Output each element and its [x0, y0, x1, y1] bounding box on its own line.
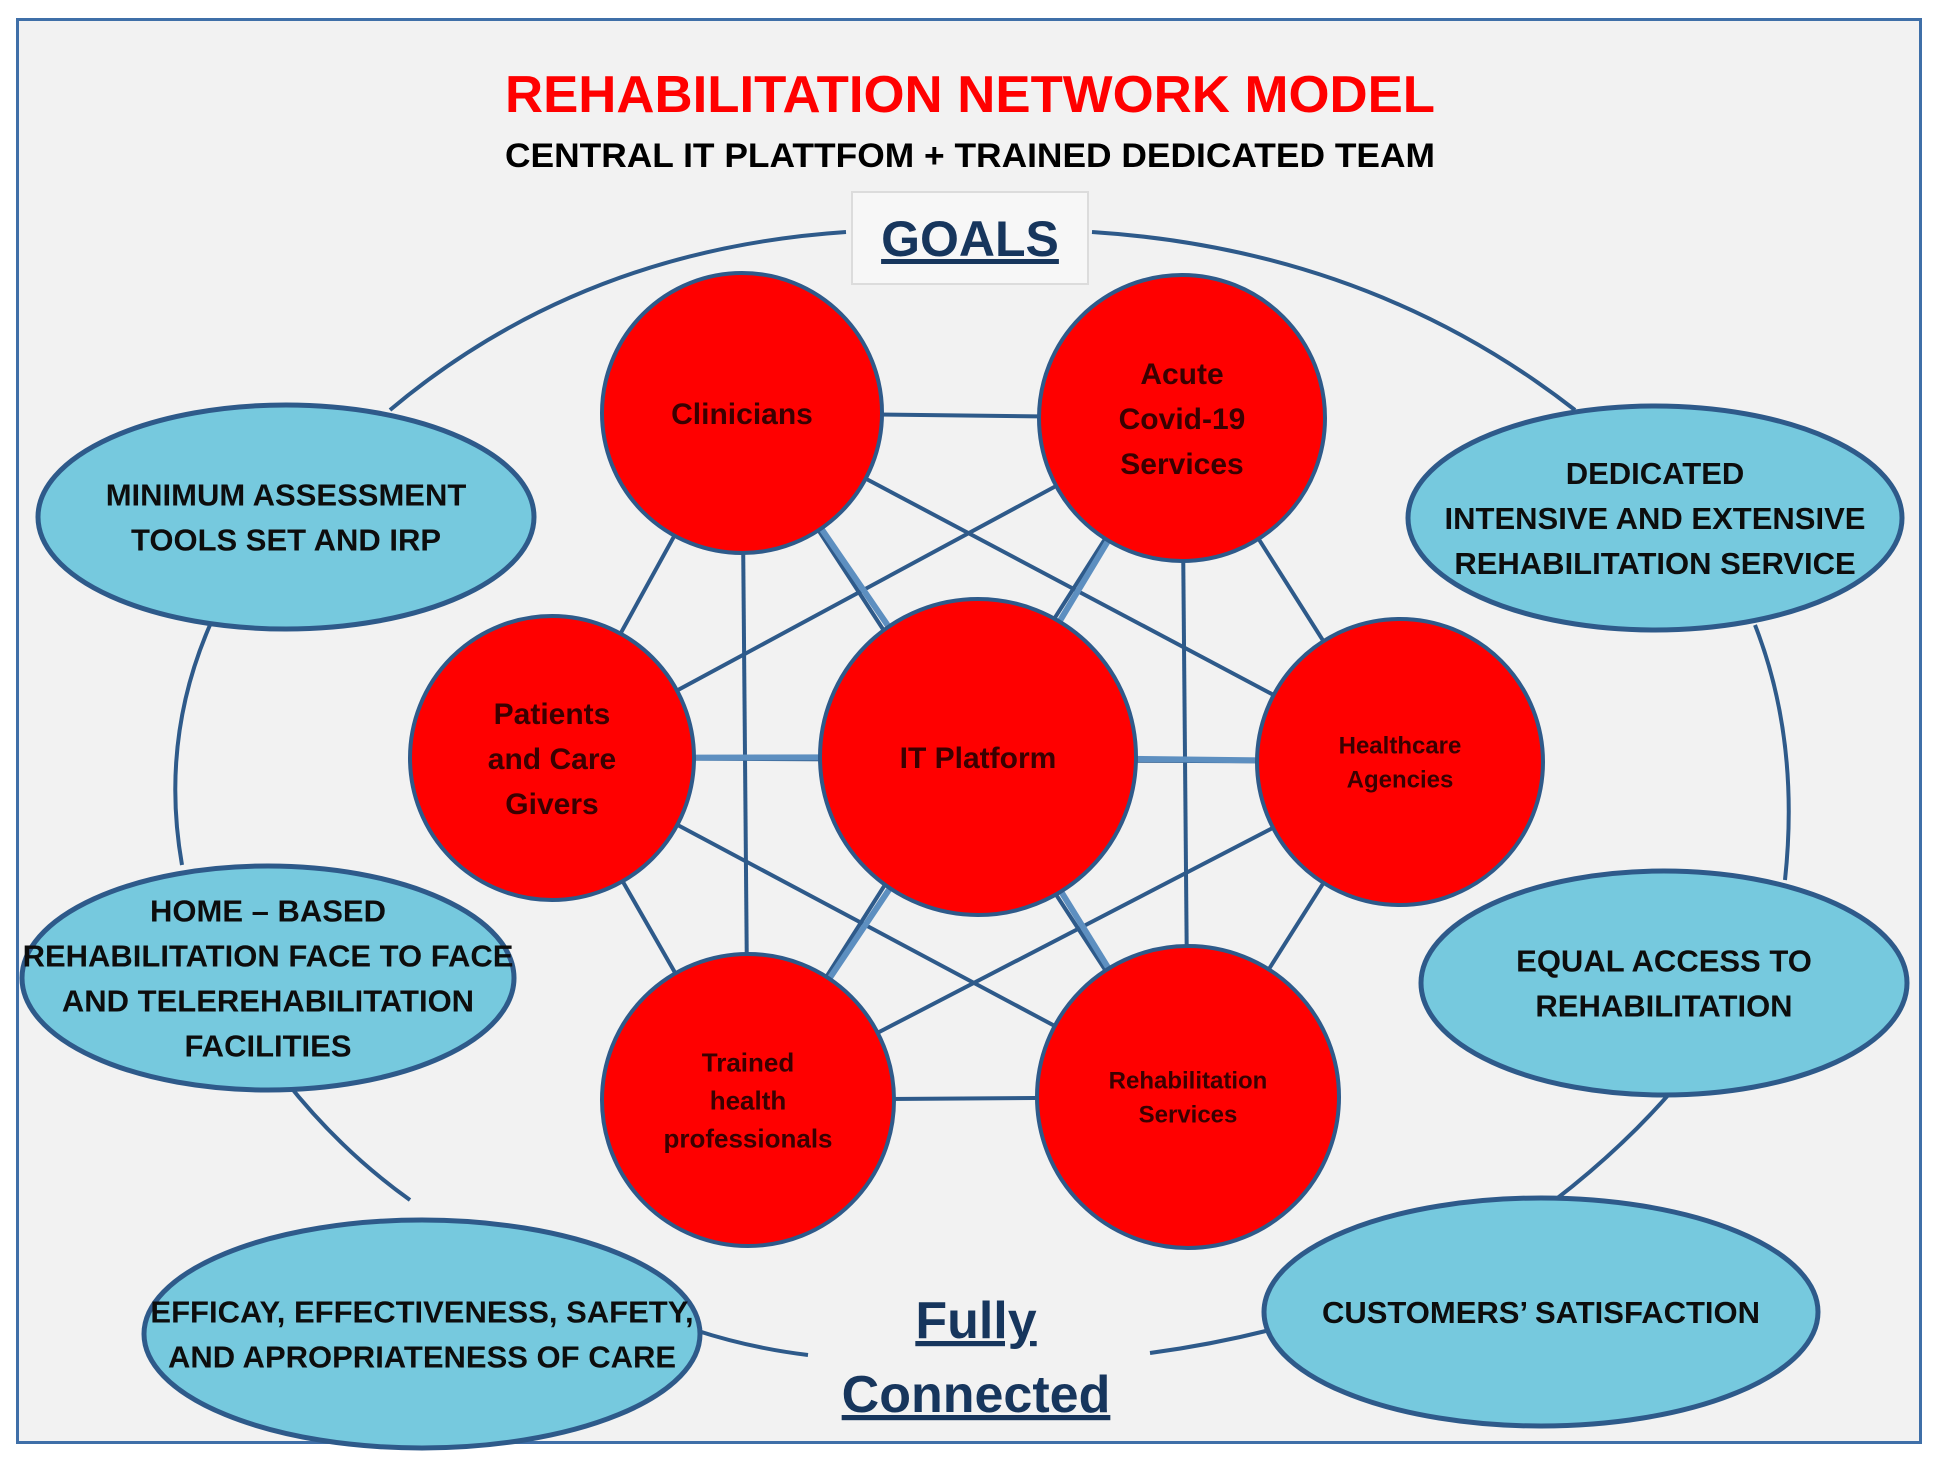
node-clinicians: Clinicians: [600, 271, 884, 555]
node-acute-line-1: Acute: [1140, 358, 1223, 391]
fully-label: Fully: [915, 1292, 1036, 1350]
node-acute-circle: [1037, 273, 1327, 563]
node-clinicians-line-1: Clinicians: [671, 398, 813, 431]
goals-ring-left-arc: [173, 624, 809, 1357]
goals-ring: [173, 230, 1791, 1357]
node-it-circle: [818, 597, 1138, 917]
node-rehab-line-1: Rehabilitation: [1109, 1068, 1268, 1095]
goal-ellipses: MINIMUM ASSESSMENT TOOLS SET AND IRP DEDIC…: [19, 402, 1910, 1451]
goal-dedicated-ellipse: [1405, 403, 1905, 633]
node-healthcare-circle: [1255, 617, 1545, 907]
goal-minimum-ellipse: [35, 402, 537, 632]
node-trained-line-3: professionals: [663, 1123, 832, 1153]
goal-home-line-4: FACILITIES: [184, 1029, 351, 1064]
node-trained: Trained health professionals: [600, 952, 896, 1248]
node-rehab-circle: [1035, 944, 1341, 1250]
node-it: IT Platform: [818, 597, 1138, 917]
diagram-subtitle: CENTRAL IT PLATTFOM + TRAINED DEDICATED …: [505, 137, 1435, 175]
goal-efficacy: EFFICAY, EFFECTIVENESS, SAFETY, AND APROP…: [141, 1217, 703, 1451]
goal-efficacy-line-1: EFFICAY, EFFECTIVENESS, SAFETY,: [150, 1295, 693, 1330]
network-nodes: IT Platform Clinicians AcuteCovid-19Servic…: [408, 271, 1545, 1250]
node-trained-line-2: health: [710, 1085, 787, 1115]
goal-equal-ellipse: [1418, 868, 1910, 1098]
goal-dedicated-line-1: DEDICATED: [1566, 456, 1745, 491]
goal-minimum-line-2: TOOLS SET AND IRP: [131, 523, 441, 558]
node-it-line-1: IT Platform: [900, 742, 1057, 775]
goals-label-box: [851, 191, 1089, 285]
goal-dedicated: DEDICATED INTENSIVE AND EXTENSIVE REHABILI…: [1405, 403, 1905, 633]
node-acute-line-3: Services: [1120, 448, 1243, 481]
goal-dedicated-line-2: INTENSIVE AND EXTENSIVE: [1445, 501, 1866, 536]
goal-home-ellipse: [19, 863, 517, 1093]
goal-home-line-3: AND TELEREHABILITATION: [62, 984, 474, 1019]
node-healthcare-line-2: Agencies: [1347, 767, 1454, 794]
goals-ring-right-arc: [1149, 624, 1791, 1355]
goals-ring-top-arc: [388, 230, 1577, 412]
goal-efficacy-ellipse: [141, 1217, 703, 1451]
node-trained-line-1: Trained: [702, 1047, 794, 1077]
goal-customers: CUSTOMERS’ SATISFACTION: [1261, 1195, 1821, 1429]
node-trained-circle: [600, 952, 896, 1248]
node-clinicians-circle: [600, 271, 884, 555]
node-patients-circle: [408, 614, 696, 902]
goal-minimum: MINIMUM ASSESSMENT TOOLS SET AND IRP: [35, 402, 537, 632]
goal-home: HOME – BASED REHABILITATION FACE TO FACE A…: [19, 863, 517, 1093]
node-patients-line-2: and Care: [488, 743, 616, 776]
diagram-title: REHABILITATION NETWORK MODEL: [505, 66, 1435, 124]
goal-customers-ellipse: [1261, 1195, 1821, 1429]
node-patients-line-3: Givers: [505, 788, 598, 821]
goal-customers-line-1: CUSTOMERS’ SATISFACTION: [1322, 1295, 1760, 1330]
goal-minimum-line-1: MINIMUM ASSESSMENT: [106, 478, 467, 513]
connected-label: Connected: [842, 1366, 1111, 1424]
goal-dedicated-line-3: REHABILITATION SERVICE: [1454, 546, 1855, 581]
goal-equal-line-2: REHABILITATION: [1535, 989, 1792, 1024]
goal-home-line-1: HOME – BASED: [150, 894, 386, 929]
goal-equal: EQUAL ACCESS TO REHABILITATION: [1418, 868, 1910, 1098]
node-healthcare-line-1: Healthcare: [1339, 733, 1462, 760]
node-patients-line-1: Patients: [494, 698, 611, 731]
goal-equal-line-1: EQUAL ACCESS TO: [1516, 944, 1812, 979]
goal-efficacy-line-2: AND APROPRIATENESS OF CARE: [168, 1340, 676, 1375]
goals-label: GOALS: [881, 211, 1059, 267]
node-acute-line-2: Covid-19: [1119, 403, 1246, 436]
goal-home-line-2: REHABILITATION FACE TO FACE: [23, 939, 514, 974]
node-rehab-line-2: Services: [1139, 1102, 1238, 1129]
